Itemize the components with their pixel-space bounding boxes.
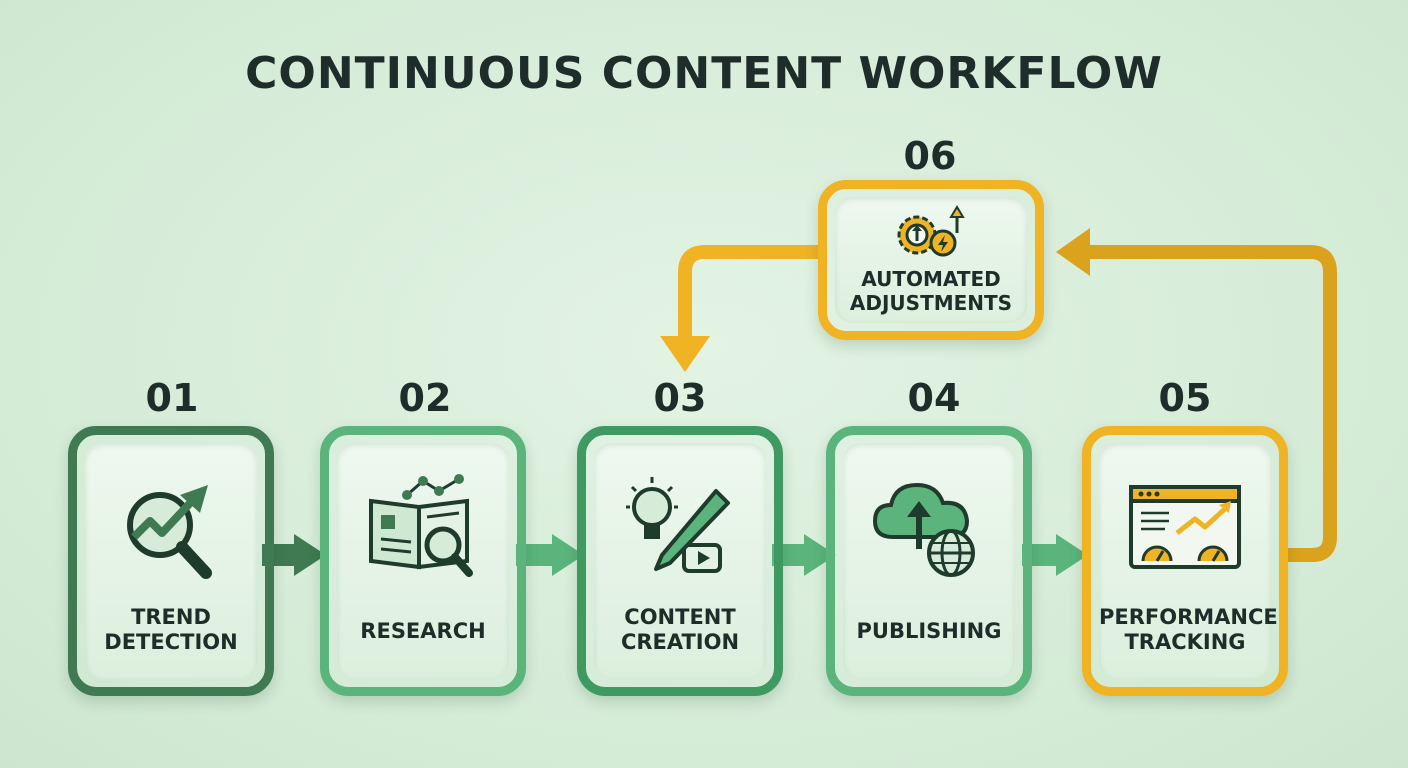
step-card-content-creation[interactable]: CONTENT CREATION <box>577 426 783 696</box>
step-number-06: 06 <box>903 134 957 178</box>
step-number-01: 01 <box>145 376 199 420</box>
step-label-content-creation: CONTENT CREATION <box>620 605 740 654</box>
step-number-04: 04 <box>907 376 961 420</box>
step-label-trend-detection: TREND DETECTION <box>104 605 238 654</box>
step-card-trend-detection[interactable]: TREND DETECTION <box>68 426 274 696</box>
dashboard-chart-icon <box>1129 485 1241 569</box>
step-label-automated-adjustments: AUTOMATED ADJUSTMENTS <box>849 267 1013 315</box>
page-title: CONTINUOUS CONTENT WORKFLOW <box>245 48 1163 99</box>
loop-arrowhead-3 <box>660 336 710 372</box>
step-number-05: 05 <box>1158 376 1212 420</box>
loop-arrowhead-6 <box>1056 228 1090 276</box>
step-label-publishing: PUBLISHING <box>856 619 1002 643</box>
arrow-2-3 <box>516 534 584 576</box>
step-card-publishing[interactable]: PUBLISHING <box>826 426 1032 696</box>
step-number-02: 02 <box>398 376 452 420</box>
trend-magnifier-icon <box>127 485 212 579</box>
lightbulb-pencil-icon <box>626 477 730 573</box>
cloud-globe-icon <box>872 482 975 577</box>
step-card-research[interactable]: RESEARCH <box>320 426 526 696</box>
step-card-automated-adjustments[interactable]: AUTOMATED ADJUSTMENTS <box>818 180 1044 340</box>
book-research-icon <box>369 474 473 577</box>
step-label-research: RESEARCH <box>360 619 486 643</box>
step-number-03: 03 <box>653 376 707 420</box>
step-card-performance-tracking[interactable]: PERFORMANCE TRACKING <box>1082 426 1288 696</box>
loop-arrow-6-3 <box>678 245 826 340</box>
loop-arrow-5-6 <box>1082 245 1337 562</box>
step-label-performance-tracking: PERFORMANCE TRACKING <box>1099 605 1278 654</box>
gear-arrows-icon <box>897 205 965 257</box>
